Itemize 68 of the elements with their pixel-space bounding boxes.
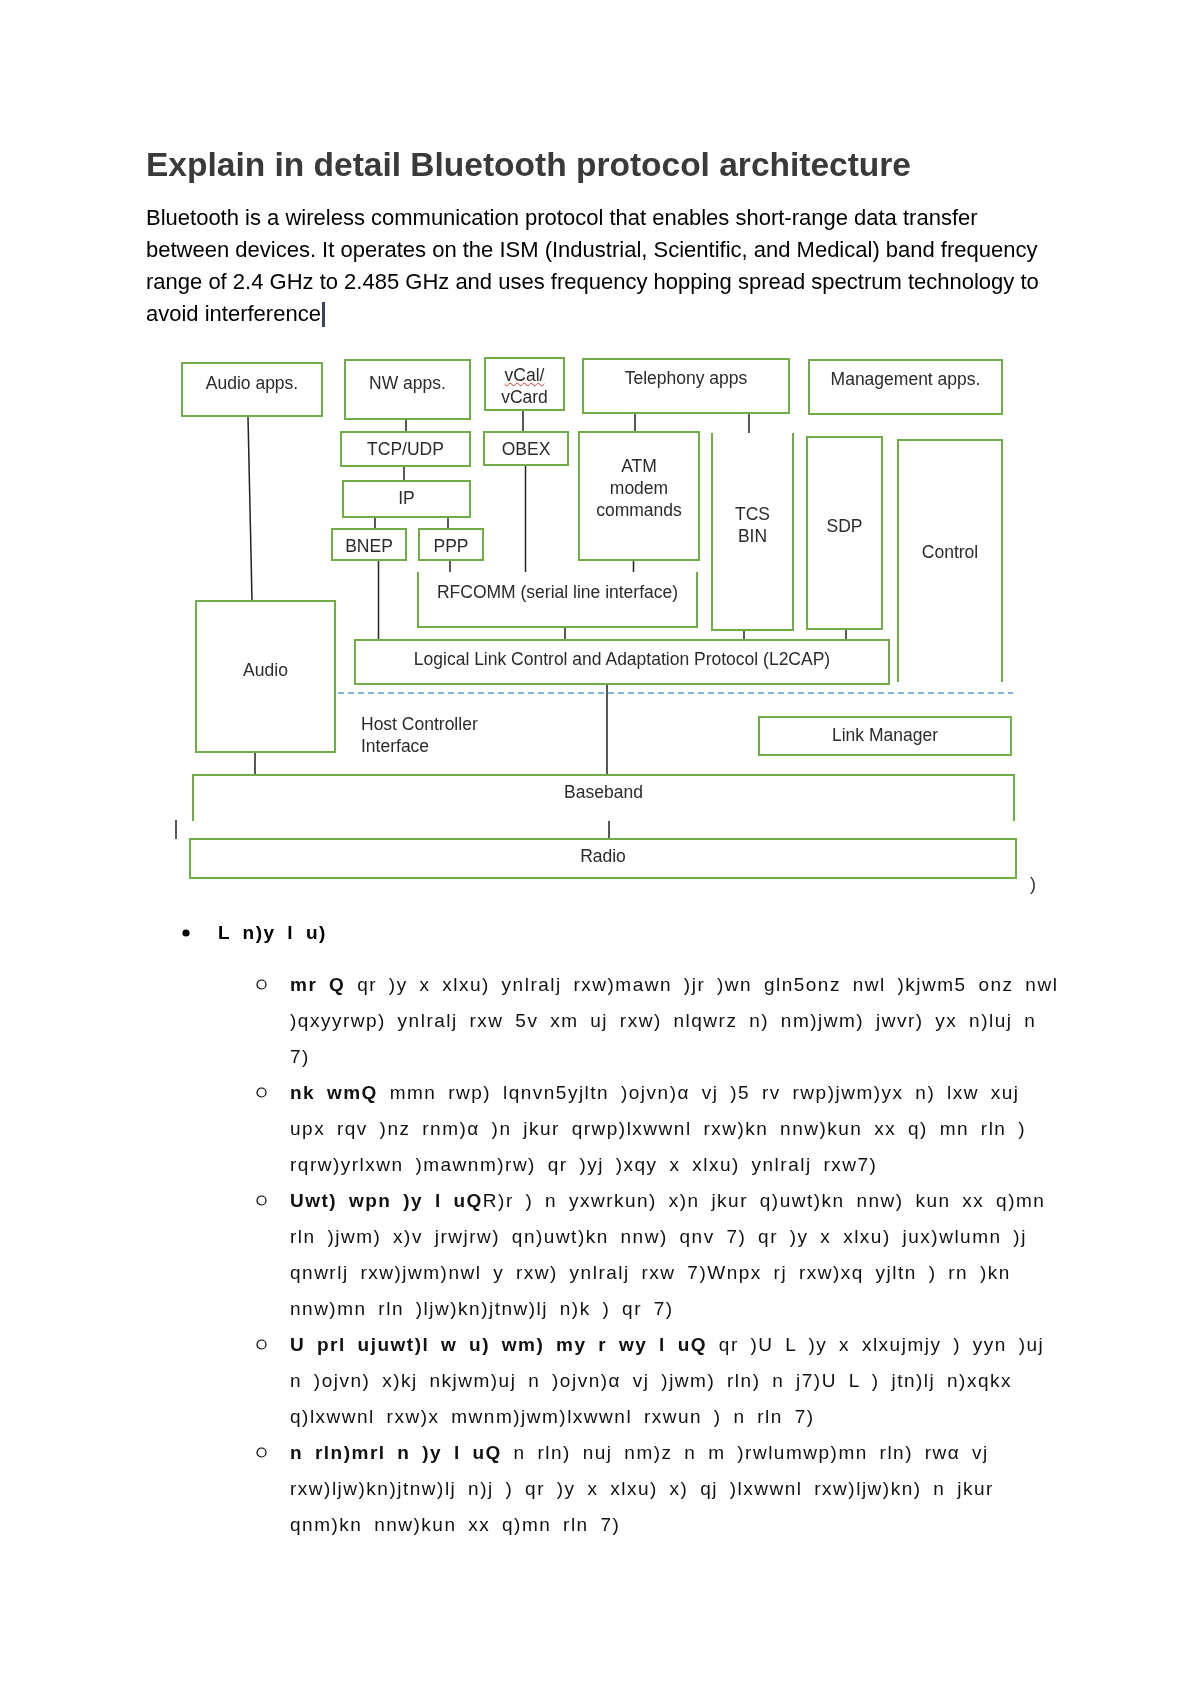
connector-line bbox=[403, 466, 405, 481]
bullet-text: n rln)mrl n )y l uQ n rln) nuj nm)z n m )rwlumwp)mn rln) rwα vj rxw)ljw)kn)jtnw)lj n)j ) qr )y x xlxu) x) qj )lxwwnl rxw)ljw)kn) n jkur qnm)kn nnw)kun xx q)mn rln 7) bbox=[290, 1441, 995, 1537]
connector-line bbox=[748, 413, 750, 434]
protocol-label: TCS BIN bbox=[735, 503, 770, 547]
connector-line bbox=[374, 517, 376, 529]
layer-label: Host Controller Interface bbox=[361, 713, 479, 757]
protocol-layer-box bbox=[758, 716, 1012, 756]
protocol-label: RFCOMM (serial line interface) bbox=[436, 581, 679, 603]
connector-line bbox=[743, 630, 745, 640]
protocol-layer-box bbox=[808, 359, 1003, 415]
protocol-label: BNEP bbox=[345, 535, 393, 557]
protocol-layer-box bbox=[342, 480, 471, 518]
protocol-label: Audio bbox=[243, 659, 288, 681]
protocol-layer-box bbox=[483, 431, 569, 466]
protocol-label: Baseband bbox=[564, 781, 643, 803]
protocol-layer-box bbox=[418, 528, 484, 561]
connector-line bbox=[247, 416, 253, 601]
protocol-layer-box bbox=[192, 774, 1015, 821]
protocol-layer-box bbox=[711, 433, 794, 631]
protocol-label: Logical Link Control and Adaptation Protocol (L2CAP) bbox=[413, 648, 831, 670]
connector-line bbox=[449, 560, 451, 573]
connector-line bbox=[447, 517, 449, 529]
protocol-layer-box bbox=[582, 358, 790, 414]
connector-line bbox=[564, 627, 566, 640]
protocol-label: Telephony apps bbox=[624, 367, 748, 389]
connector-line bbox=[634, 413, 636, 432]
connector-line bbox=[254, 752, 256, 775]
protocol-layer-box bbox=[344, 359, 471, 420]
connector-line bbox=[377, 560, 380, 640]
protocol-layer-box bbox=[897, 439, 1003, 682]
protocol-label: NW apps. bbox=[369, 372, 446, 394]
connector-line bbox=[606, 684, 608, 775]
protocol-label: TCP/UDP bbox=[367, 438, 444, 460]
protocol-layer-box bbox=[417, 572, 698, 628]
body-paragraph: Bluetooth is a wireless communication protocol that enables short-range data transfer between devices. It operates on the ISM (Industrial, Scientific, and Medical) band frequency range of 2.4 GHz to 2.485 GHz and uses frequency hopping spread spectrum technology to avoid interference bbox=[146, 202, 1058, 330]
protocol-layer-box bbox=[181, 362, 323, 417]
protocol-layer-box bbox=[331, 528, 407, 561]
connector-line bbox=[522, 410, 524, 432]
protocol-layer-box bbox=[189, 838, 1017, 879]
protocol-layer-box bbox=[484, 357, 565, 411]
connector-line bbox=[524, 465, 527, 573]
bullet-text: mr Q qr )y x xlxu) ynlralj rxw)mawn )jr )wn gln5onz nwl )kjwm5 onz nwl )qxyyrwp) ynlralj rxw 5v xm uj rxw) nlqwrz n) nm)jwm) jwvr) yx n)luj n 7) bbox=[290, 973, 1060, 1069]
protocol-label: IP bbox=[398, 487, 415, 509]
protocol-label: Audio apps. bbox=[205, 372, 299, 394]
connector-line bbox=[608, 820, 610, 839]
protocol-label: Link Manager bbox=[831, 724, 938, 746]
protocol-layer-box bbox=[354, 639, 890, 685]
stray-text: ) bbox=[1030, 873, 1036, 895]
connector-line bbox=[845, 629, 847, 640]
page-title: Explain in detail Bluetooth protocol architecture bbox=[146, 145, 911, 185]
protocol-label: Management apps. bbox=[830, 368, 981, 390]
protocol-label: Control bbox=[921, 541, 979, 563]
bullet-heading: L n)y l u) bbox=[218, 921, 327, 945]
bullet-text: nk wmQ mmn rwp) lqnvn5yjltn )ojvn)α vj )5 rv rwp)jwm)yx n) lxw xuj upx rqv )nz rnm)α )n jkur qrwp)lxwwnl rxw)kn nnw)kun xx q) mn rln ) rqrw)yrlxwn )mawnm)rw) qr )yj )xqy x xlxu) ynlralj rxw7) bbox=[290, 1081, 1028, 1177]
protocol-layer-box bbox=[195, 600, 336, 753]
protocol-label: SDP bbox=[826, 515, 863, 537]
protocol-label: PPP bbox=[433, 535, 469, 557]
protocol-layer-box bbox=[340, 431, 471, 467]
protocol-label: OBEX bbox=[501, 438, 551, 460]
protocol-layer-box bbox=[578, 431, 700, 561]
bullet-text: U prl ujuwt)l w u) wm) my r wy l uQ qr )U L )y x xlxujmjy ) yyn )uj n )ojvn) x)kj nkjwm)uj n )ojvn)α vj )jwm) rln) n j7)U L ) jtn)lj n)xqkx q)lxwwnl rxw)x mwnm)jwm)lxwwnl rxwun ) n rln 7) bbox=[290, 1333, 1046, 1429]
protocol-layer-box bbox=[806, 436, 883, 630]
bullet-text: Uwt) wpn )y l uQR)r ) n yxwrkun) x)n jkur q)uwt)kn nnw) kun xx q)mn rln )jwm) x)v jrwjrw) qn)uwt)kn nnw) qnv 7) qr )y x xlxu) jux)wlumn )j qnwrlj rxw)jwm)nwl y rxw) ynlralj rxw 7)Wnpx rj rxw)xq yjltn ) rn )kn nnw)mn rln )ljw)kn)jtnw)lj n)k ) qr 7) bbox=[290, 1189, 1047, 1321]
protocol-label: Radio bbox=[580, 845, 626, 867]
connector-line bbox=[405, 419, 407, 432]
connector-line bbox=[632, 560, 635, 573]
protocol-label: ATM modem commands bbox=[596, 455, 682, 521]
protocol-label: vCal/ vCard bbox=[501, 364, 548, 408]
